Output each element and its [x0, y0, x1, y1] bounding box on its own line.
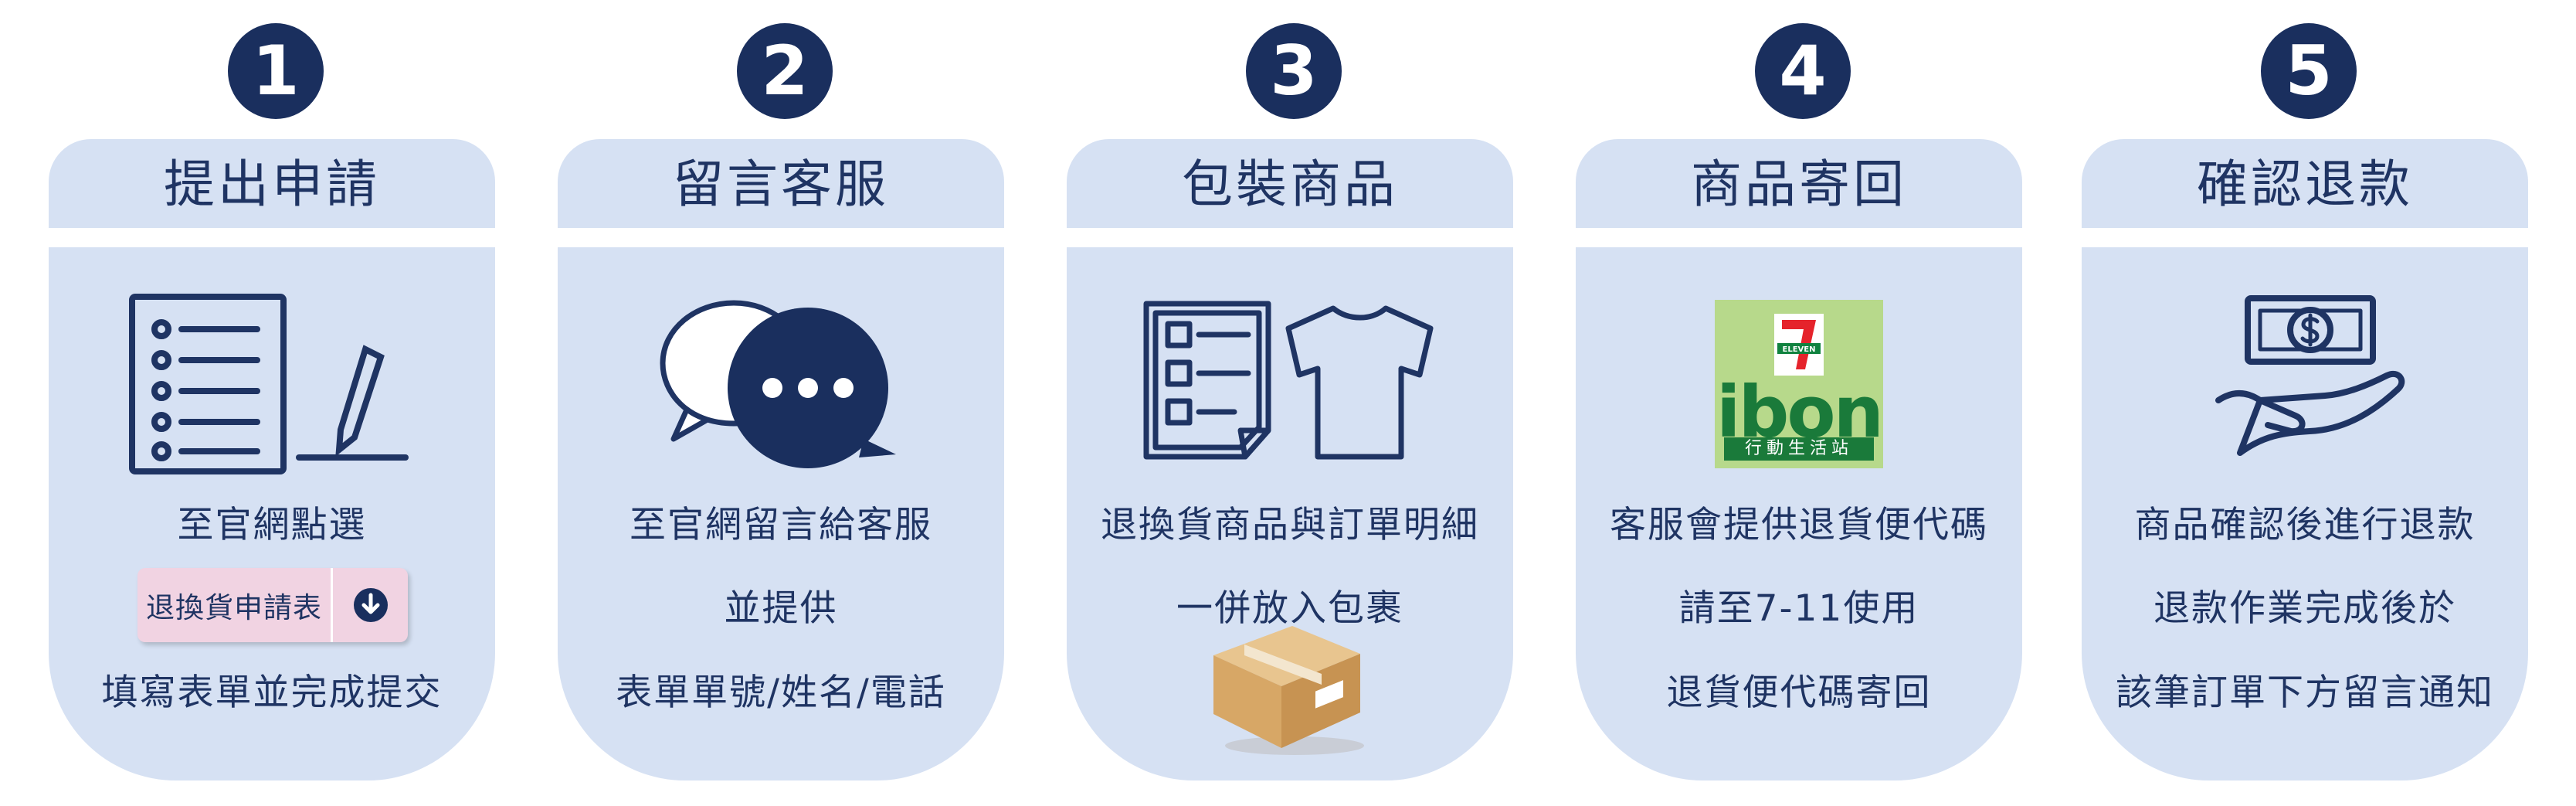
step-5: 5 確認退款 商品確認後進行退款 退款作業完成後於 該筆訂單下方留言通知 — [2082, 0, 2528, 806]
step-text-line2: 並提供 — [724, 587, 838, 630]
step-2: 2 留言客服 至官網留言給客服 並提供 表單單號/姓名/電話 — [558, 0, 1004, 806]
step-card — [49, 247, 495, 780]
ibon-logo: ELEVEN ibon 行動生活站 — [1715, 300, 1884, 468]
step-text-line1: 至官網點選 — [177, 504, 367, 546]
step-header — [49, 139, 495, 228]
step-1: 1 提出申請 至官網點選 退換貨申請表 — [49, 0, 495, 806]
step-text-line2: 一併放入包裹 — [1176, 587, 1403, 630]
chat-bubbles-icon — [660, 300, 896, 468]
step-4: 4 商品寄回 ELEVEN ibon 行動生活站 客服會提供退貨便代碼 請至7-… — [1576, 0, 2022, 806]
step-title: 商品寄回 — [1691, 155, 1907, 214]
step-title: 包裝商品 — [1182, 155, 1398, 214]
step-header — [558, 139, 1004, 228]
step-text-line3: 退貨便代碼寄回 — [1666, 672, 1932, 714]
step-number-badge: 3 — [1246, 23, 1342, 119]
step-text-line2: 請至7-11使用 — [1678, 587, 1919, 630]
ibon-subtitle: 行動生活站 — [1724, 437, 1874, 461]
step-3: 3 包裝商品 退換貨商品與訂單明細 一併放入包裹 — [1067, 0, 1513, 806]
step-text-line3: 填寫表單並完成提交 — [101, 672, 443, 714]
form-and-pen-icon — [129, 294, 409, 474]
step-header — [2082, 139, 2528, 228]
download-button-label: 退換貨申請表 — [146, 591, 322, 624]
seven-eleven-logo-icon: ELEVEN — [1774, 314, 1824, 376]
step-text-line1: 至官網留言給客服 — [630, 504, 932, 546]
cardboard-box-icon — [1213, 626, 1364, 755]
step-text-line1: 商品確認後進行退款 — [2134, 504, 2476, 546]
step-number-badge: 5 — [2261, 23, 2357, 119]
refund-form-download-button[interactable]: 退換貨申請表 — [137, 568, 408, 642]
step-text-line1: 退換貨商品與訂單明細 — [1101, 504, 1479, 546]
step-header — [1576, 139, 2022, 228]
step-text-line1: 客服會提供退貨便代碼 — [1610, 504, 1988, 546]
step-card — [2082, 247, 2528, 780]
step-text-line3: 該筆訂單下方留言通知 — [2116, 672, 2494, 714]
step-text-line2: 退款作業完成後於 — [2153, 587, 2456, 630]
download-icon — [333, 587, 408, 624]
step-text-line3: 表單單號/姓名/電話 — [616, 672, 946, 714]
checklist-and-tshirt-icon — [1143, 301, 1434, 460]
step-title: 確認退款 — [2197, 155, 2413, 214]
step-number-badge: 1 — [228, 23, 324, 119]
hand-with-money-icon — [2215, 295, 2405, 456]
step-title: 提出申請 — [164, 155, 380, 214]
step-number-badge: 2 — [737, 23, 833, 119]
svg-text:ELEVEN: ELEVEN — [1783, 345, 1816, 354]
step-header — [1067, 139, 1513, 228]
step-number-badge: 4 — [1755, 23, 1851, 119]
button-divider — [331, 568, 333, 642]
step-title: 留言客服 — [673, 155, 889, 214]
